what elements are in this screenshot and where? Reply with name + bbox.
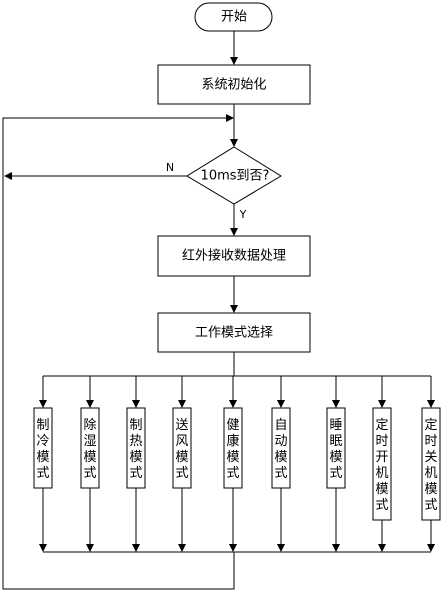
mode-label: 制冷模式 — [36, 418, 49, 481]
mode-label: 定时开机模式 — [375, 418, 388, 513]
mode-branches: 制冷模式 除湿模式 制热模式 送风模式 健康模式 自动模式 睡眠模式 定时开机模式 定时关机模式 — [33, 375, 441, 553]
ir-label: 红外接收数据处理 — [182, 248, 286, 264]
mode-label: 制热模式 — [129, 418, 142, 481]
mode-label: 送风模式 — [175, 418, 188, 481]
yes-label: Y — [239, 208, 247, 221]
edge-loop-back — [2, 114, 235, 590]
mode-label: 健康模式 — [226, 418, 239, 481]
no-label: N — [166, 161, 174, 174]
start-label: 开始 — [221, 10, 247, 25]
decision-label: 10ms到否? — [201, 169, 270, 184]
mode-label: 睡眠模式 — [329, 418, 342, 481]
mode-label: 除湿模式 — [83, 418, 96, 481]
mode-label: 定时关机模式 — [424, 418, 437, 513]
mode-select-label: 工作模式选择 — [195, 326, 273, 341]
init-label: 系统初始化 — [201, 78, 266, 93]
mode-label: 自动模式 — [274, 418, 287, 481]
